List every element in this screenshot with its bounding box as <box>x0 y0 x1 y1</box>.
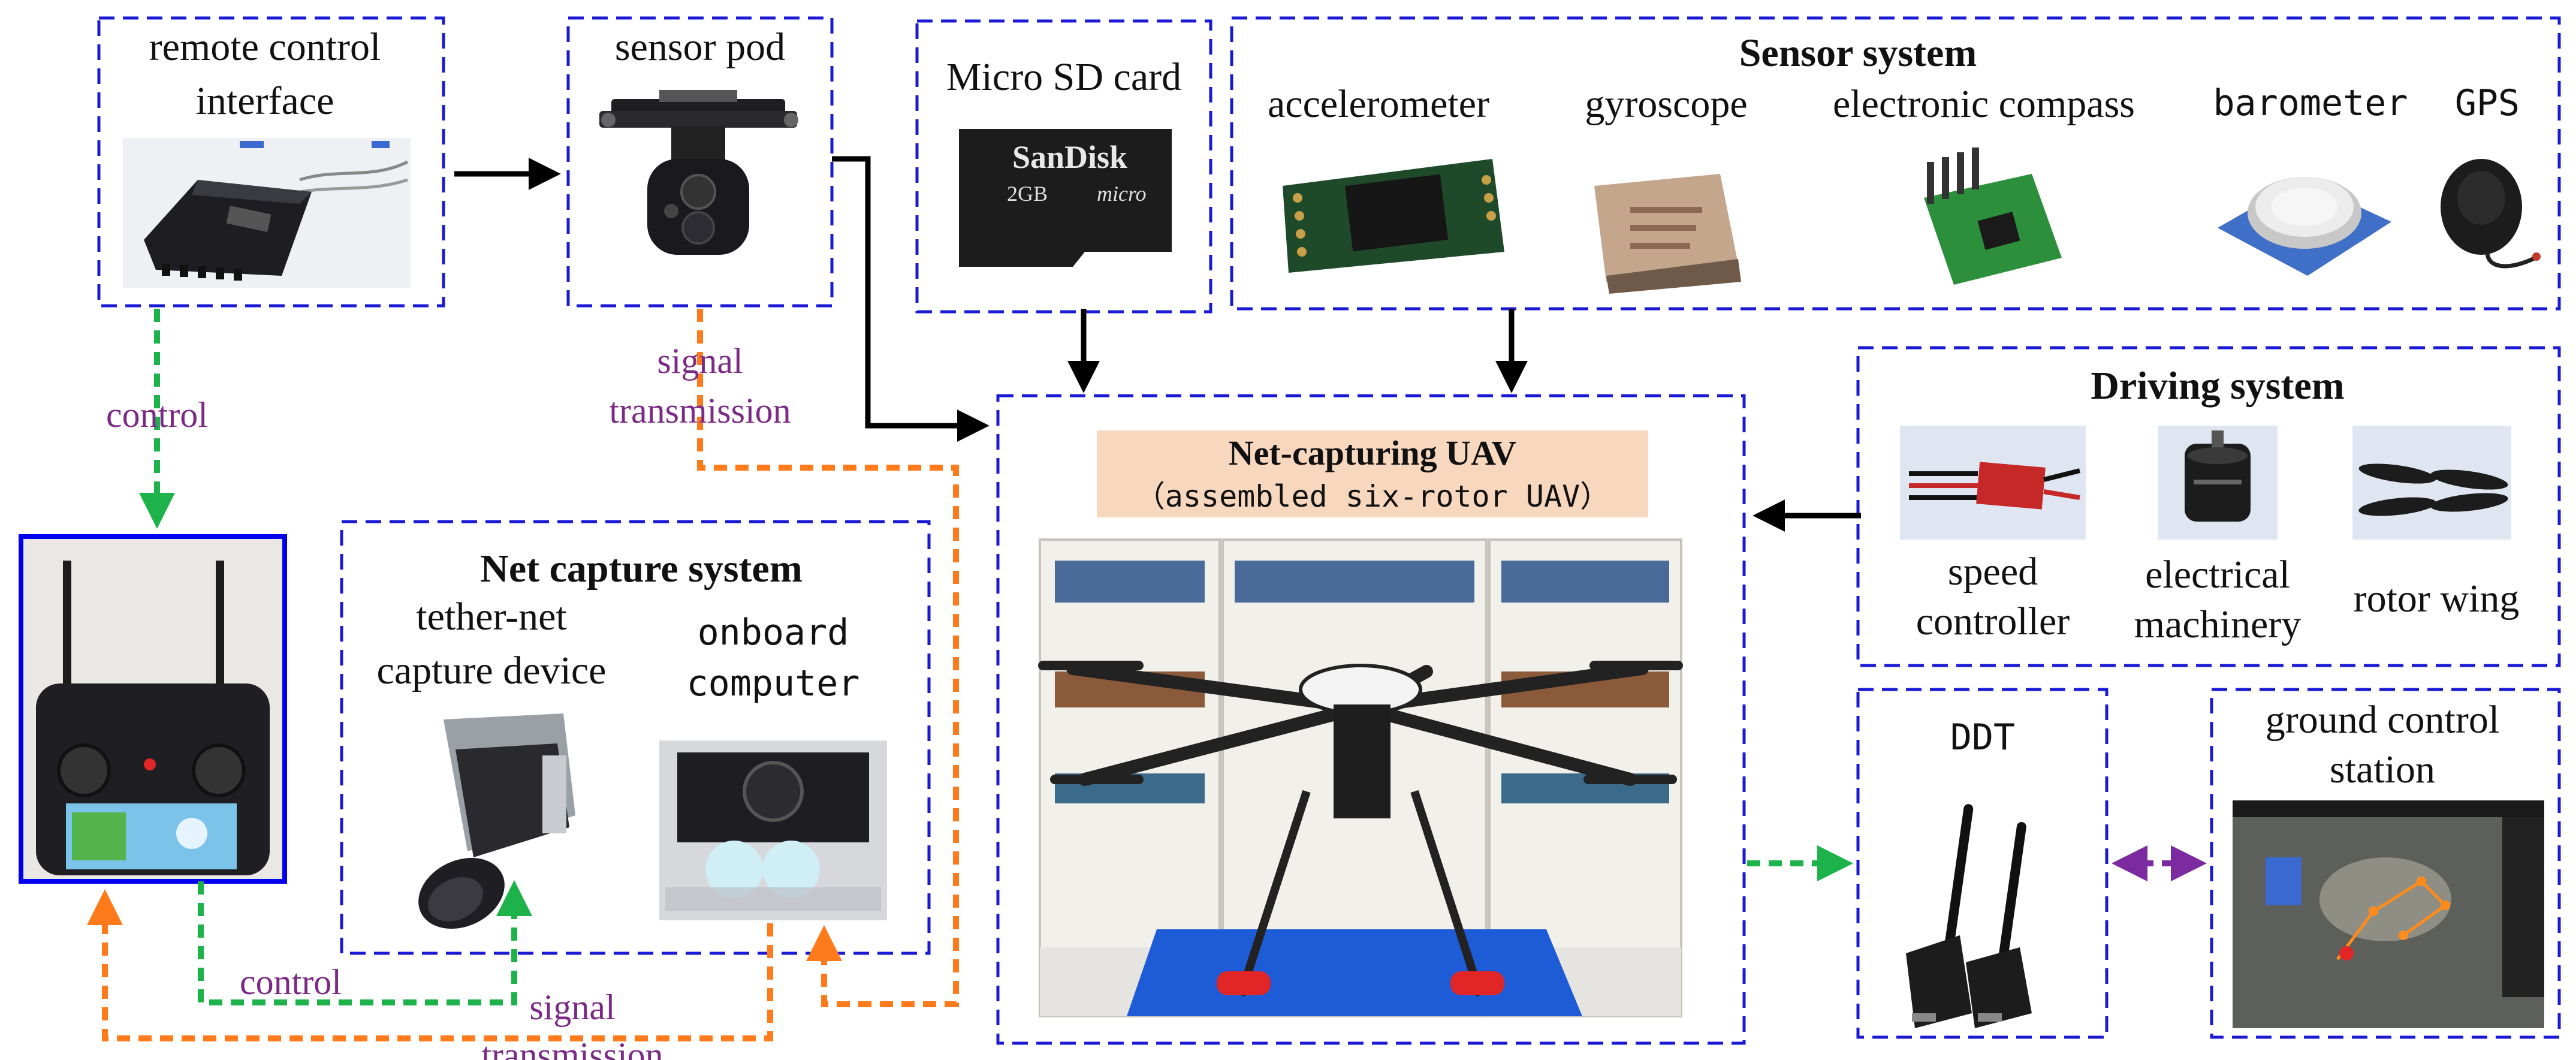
driving-system-box <box>1856 346 2561 667</box>
ddt-label: DDT <box>1950 716 2015 758</box>
sensor-pod-box <box>566 16 834 308</box>
micro-sd-box <box>915 19 1212 314</box>
ddt-radio-modules-icon <box>1906 804 2032 1028</box>
signal-label-top-line2: transmission <box>609 391 791 430</box>
control-label-top: control <box>106 395 208 435</box>
compass-label: electronic compass <box>1833 82 2135 126</box>
sensor-system-box <box>1230 16 2561 311</box>
remote-interface-box <box>97 16 445 308</box>
arrow-signal-computer-to-controller <box>87 889 773 1041</box>
net-capture-title: Net capture system <box>480 547 803 591</box>
speed-controller-label-line1: speed <box>1948 550 2038 594</box>
uav-box <box>996 394 1746 1045</box>
accelerometer-board-icon <box>1283 159 1504 273</box>
arrow-signal-pod-to-computer <box>697 309 959 1007</box>
rotor-wing-label: rotor wing <box>2354 577 2520 621</box>
electronic-compass-board-icon <box>1924 147 2062 285</box>
barometer-sensor-icon <box>2218 177 2391 276</box>
six-rotor-uav-photo-icon <box>1038 538 1683 1017</box>
net-capture-box <box>340 520 931 955</box>
tether-net-label-line2: capture device <box>377 649 607 692</box>
uav-title-background <box>1097 430 1648 517</box>
barometer-label: barometer <box>2213 82 2408 124</box>
remote-label-line1: remote control <box>149 25 381 69</box>
handheld-remote-controller-icon <box>19 534 287 884</box>
control-label-bottom: control <box>240 962 342 1002</box>
sd-brand-text: SanDisk <box>1012 139 1127 175</box>
sensor-system-title: Sensor system <box>1739 31 1977 75</box>
sensor-pod-camera-icon <box>599 90 798 255</box>
sensor-pod-label: sensor pod <box>615 25 785 69</box>
ground-station-label-line1: ground control <box>2266 698 2499 742</box>
remote-label-line2: interface <box>196 79 334 123</box>
electric-motor-icon <box>2158 426 2278 540</box>
gps-label: GPS <box>2455 82 2520 124</box>
tether-net-capture-device-icon <box>418 713 575 929</box>
speed-controller-label-line2: controller <box>1916 600 2070 643</box>
ddt-box <box>1856 688 2109 1039</box>
gyroscope-label: gyroscope <box>1585 82 1747 126</box>
receiver-module-icon <box>123 138 411 288</box>
onboard-computer-icon <box>659 740 887 920</box>
uav-subtitle: （assembled six-rotor UAV） <box>1135 479 1610 514</box>
electrical-machinery-label-line1: electrical <box>2145 553 2290 597</box>
tether-net-label-line1: tether-net <box>416 595 567 639</box>
sd-micro-text: micro <box>1097 182 1147 206</box>
signal-label-bottom-line1: signal <box>529 987 615 1027</box>
gyroscope-chip-icon <box>1594 174 1741 294</box>
sd-capacity-text: 2GB <box>1007 182 1048 206</box>
ground-station-box <box>2210 688 2561 1039</box>
micro-sd-label: Micro SD card <box>946 55 1181 99</box>
onboard-computer-label-line2: computer <box>687 662 860 704</box>
signal-label-top-line1: signal <box>657 341 743 381</box>
accelerometer-label: accelerometer <box>1268 82 1489 126</box>
driving-system-title: Driving system <box>2091 364 2344 408</box>
electrical-machinery-label-line2: machinery <box>2134 603 2301 646</box>
micro-sd-card-icon: SanDisk 2GB micro <box>959 129 1172 267</box>
ground-station-map-screenshot-icon <box>2233 800 2544 1028</box>
arrow-pod-to-uav <box>832 156 990 442</box>
uav-title: Net-capturing UAV <box>1229 433 1517 472</box>
speed-controller-icon <box>1900 426 2086 540</box>
onboard-computer-label-line1: onboard <box>698 612 849 654</box>
signal-label-bottom-line2: transmission <box>481 1035 663 1060</box>
ground-station-label-line2: station <box>2330 748 2435 791</box>
gps-module-icon <box>2441 159 2541 269</box>
propeller-icon <box>2352 426 2511 540</box>
